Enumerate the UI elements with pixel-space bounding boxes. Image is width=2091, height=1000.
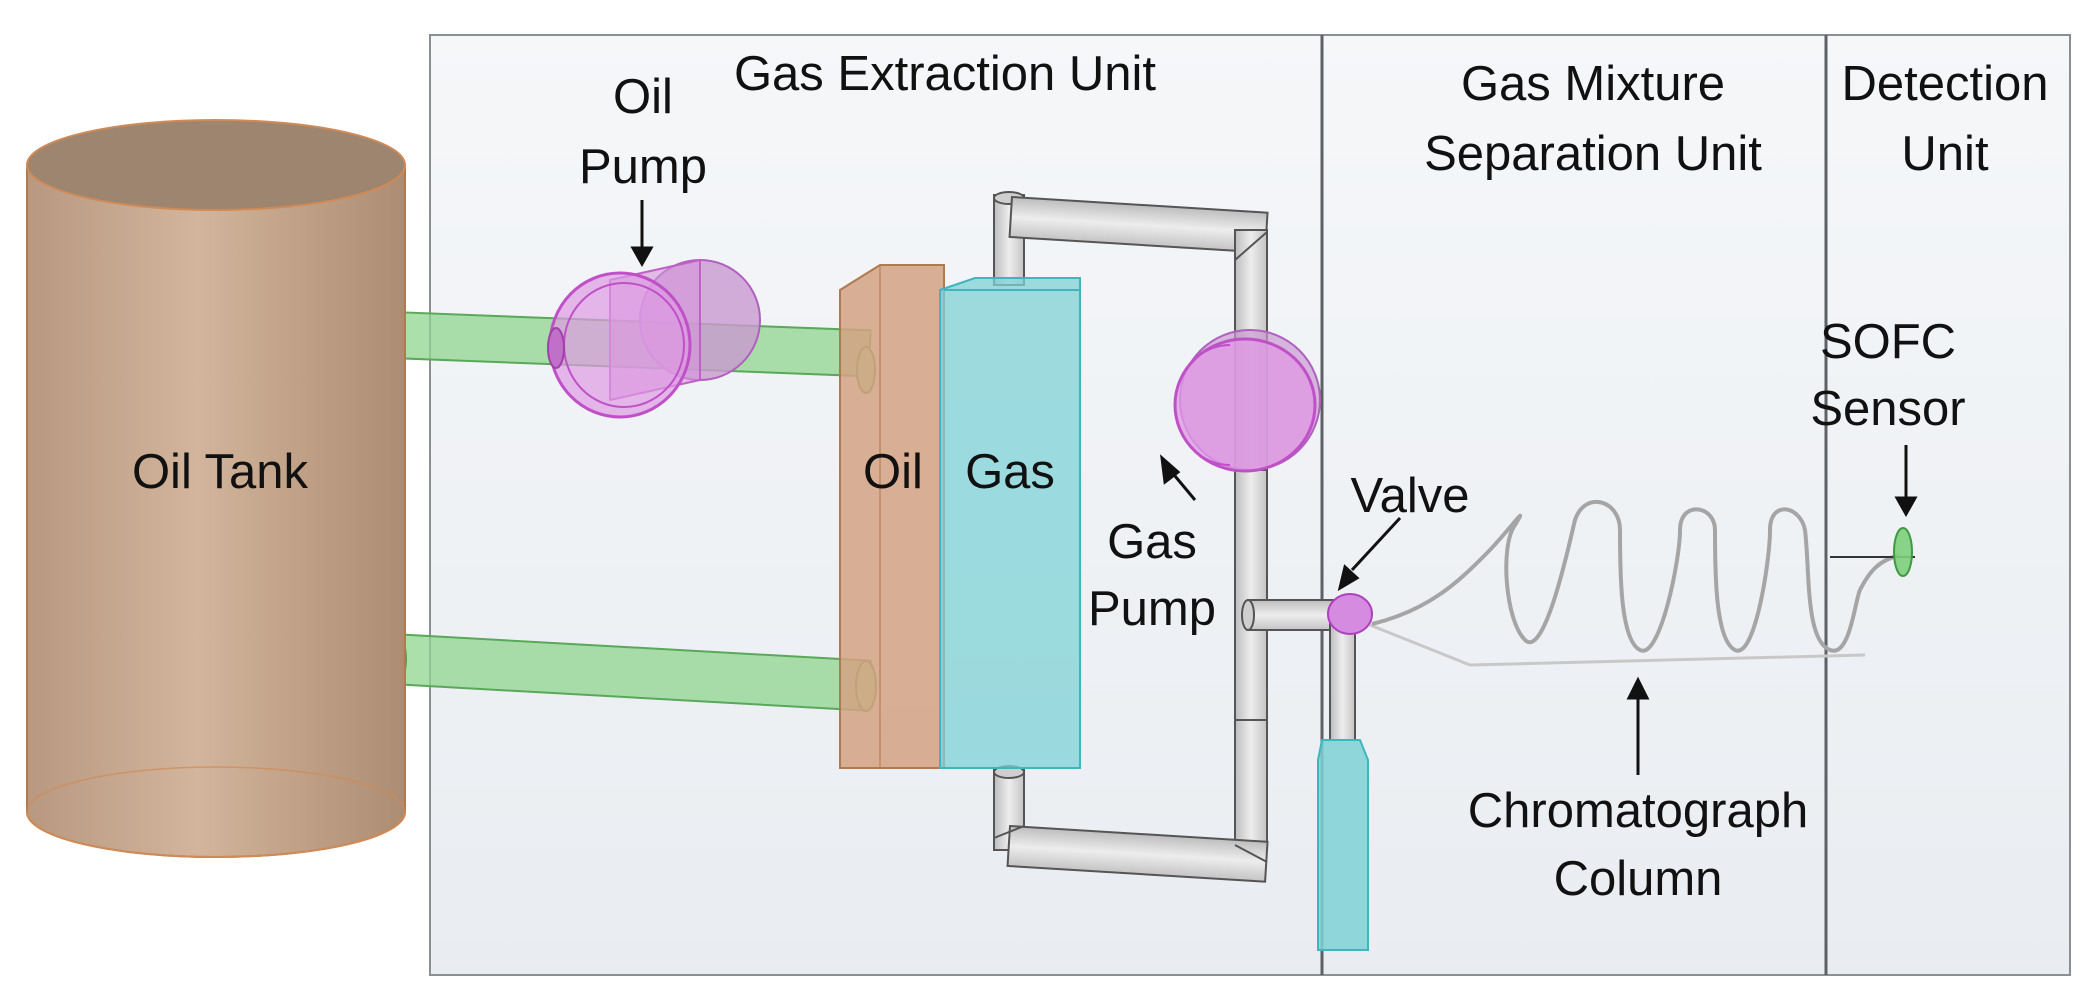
column-label-line1: Chromatograph bbox=[1468, 784, 1808, 838]
gas-circuit-pipes bbox=[993, 191, 1337, 883]
detection-unit-panel bbox=[1825, 34, 2071, 976]
sensor-label-line1: SOFC bbox=[1820, 315, 1956, 369]
gas-pump-label-line2: Pump bbox=[1088, 582, 1216, 636]
valve bbox=[1327, 593, 1373, 635]
gas-pump bbox=[1173, 329, 1321, 473]
unit-panels bbox=[429, 34, 2071, 976]
detection-unit-title-line2: Unit bbox=[1901, 127, 1989, 181]
separation-unit-title-line2: Separation Unit bbox=[1424, 127, 1762, 181]
gas-block bbox=[939, 277, 1081, 769]
annotation-arrows bbox=[630, 200, 1918, 775]
oil-gas-block bbox=[839, 264, 1081, 769]
separation-unit-panel bbox=[1321, 34, 1827, 976]
valve-label: Valve bbox=[1351, 469, 1470, 523]
oil-pump-label-line2: Pump bbox=[579, 140, 707, 194]
sensor-label-line2: Sensor bbox=[1810, 382, 1965, 436]
separation-unit-title-line1: Gas Mixture bbox=[1461, 57, 1725, 111]
chromatograph-column bbox=[1369, 499, 1901, 667]
labels: Gas Extraction Unit Gas Mixture Separati… bbox=[132, 47, 2049, 906]
oil-tank-label: Oil Tank bbox=[132, 445, 309, 499]
gas-pump-label-line1: Gas bbox=[1107, 515, 1197, 569]
sofc-sensor bbox=[1830, 527, 1915, 577]
extraction-unit-title: Gas Extraction Unit bbox=[734, 47, 1156, 101]
gas-block-label: Gas bbox=[965, 445, 1055, 499]
oil-block bbox=[839, 264, 945, 769]
oil-block-label: Oil bbox=[863, 445, 923, 499]
oil-tank bbox=[26, 119, 406, 858]
detection-unit-title-line1: Detection bbox=[1841, 57, 2048, 111]
oil-pump bbox=[547, 258, 761, 419]
valve-assembly bbox=[1317, 593, 1373, 951]
oil-pump-label-line1: Oil bbox=[613, 70, 673, 124]
column-label-line2: Column bbox=[1554, 852, 1723, 906]
